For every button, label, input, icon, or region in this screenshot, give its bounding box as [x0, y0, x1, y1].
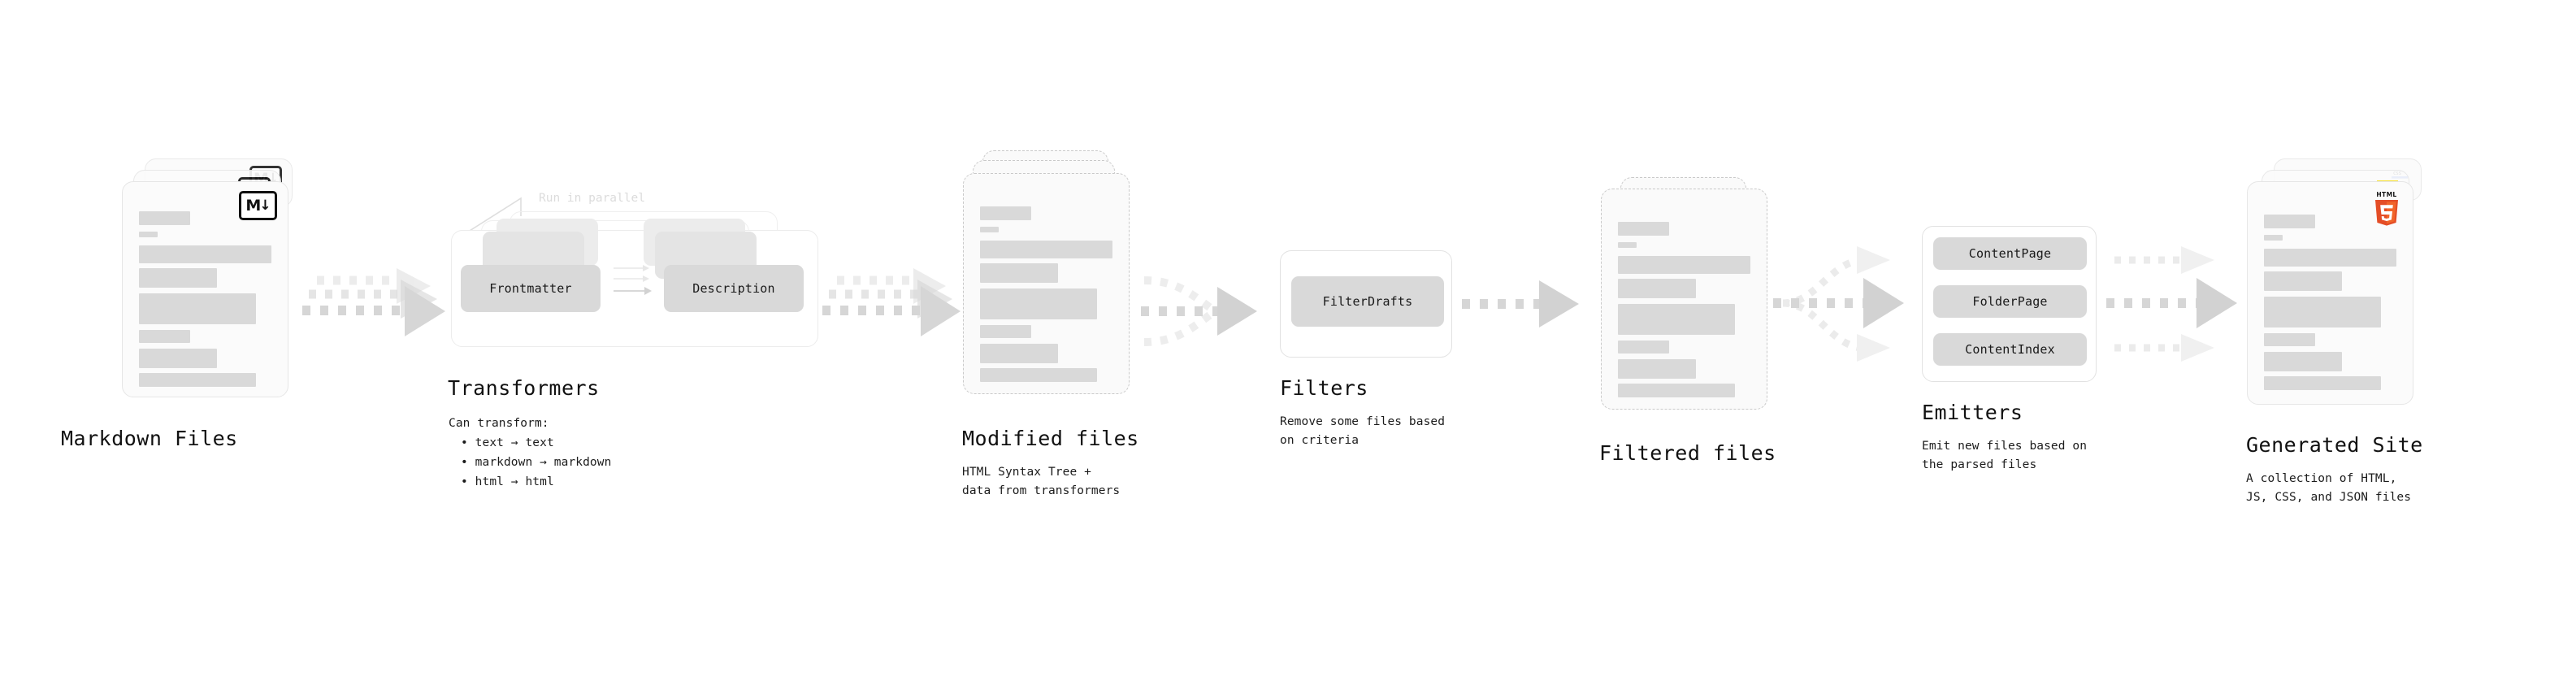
- content-bar: [2264, 249, 2396, 267]
- generated-doc-html: HTML: [2247, 181, 2413, 405]
- content-bar: [1618, 340, 1669, 354]
- arrow-emitters-to-site: [2106, 246, 2237, 362]
- stage-title-emitters: Emitters: [1922, 401, 2023, 424]
- arrow-transformers-to-modified: [822, 268, 961, 336]
- modified-doc-front: [963, 173, 1130, 394]
- content-bar: [139, 268, 217, 288]
- stage-title-generated-site: Generated Site: [2246, 433, 2423, 457]
- content-bar: [1618, 304, 1735, 335]
- content-bar: [139, 293, 256, 324]
- content-bar: [2264, 297, 2381, 327]
- transformer-node-description[interactable]: Description: [664, 265, 804, 312]
- stage-generated-site: CSS HTML: [2246, 158, 2434, 504]
- content-bar: [139, 232, 158, 237]
- content-bar: [139, 245, 271, 263]
- content-bar: [2264, 271, 2342, 291]
- markdown-doc-front: M↓: [122, 181, 288, 397]
- svg-text:HTML: HTML: [2376, 191, 2396, 198]
- filtered-doc-front: [1601, 189, 1767, 410]
- markdown-badge-letter: M: [245, 196, 261, 215]
- arrow-modified-to-filters: [1141, 276, 1257, 346]
- emitters-description: Emit new files based on the parsed files: [1922, 440, 2088, 472]
- emitters-group: ContentPage FolderPage ContentIndex: [1922, 226, 2097, 382]
- transformer-node-label: Frontmatter: [489, 281, 572, 296]
- stage-markdown-files: M↓ M↓ M↓: [61, 158, 301, 450]
- content-bar: [1618, 279, 1696, 298]
- generated-doc-content: [2248, 182, 2413, 404]
- content-bar: [2264, 333, 2315, 346]
- content-bar: [980, 241, 1112, 258]
- content-bar: [2264, 215, 2315, 228]
- transformer-inner-arrows: [614, 265, 652, 295]
- arrow-filtered-to-emitters: [1773, 246, 1904, 362]
- stage-title-filters: Filters: [1280, 376, 1368, 400]
- content-bar: [139, 330, 190, 343]
- content-bar: [1618, 242, 1637, 248]
- content-bar: [980, 344, 1058, 363]
- emitter-node-contentindex[interactable]: ContentIndex: [1933, 333, 2087, 366]
- content-bar: [980, 206, 1031, 220]
- content-bar: [1618, 222, 1669, 236]
- stage-modified-files: Modified files HTML Syntax Tree + data f…: [962, 150, 1142, 497]
- generated-file-stack: CSS HTML: [2247, 158, 2434, 427]
- transformers-bullet-0: • text → text: [461, 436, 554, 449]
- emitter-node-label: FolderPage: [1972, 294, 2048, 309]
- emitter-node-contentpage[interactable]: ContentPage: [1933, 237, 2087, 270]
- filters-group: FilterDrafts: [1280, 250, 1452, 358]
- emitter-node-label: ContentIndex: [1965, 342, 2055, 357]
- filter-node-filterdrafts[interactable]: FilterDrafts: [1291, 276, 1444, 327]
- filtered-doc-content: [1602, 189, 1767, 409]
- transformers-description-heading: Can transform:: [449, 417, 549, 430]
- content-bar: [980, 368, 1097, 382]
- html5-icon: HTML: [2375, 191, 2398, 226]
- stage-title-markdown-files: Markdown Files: [61, 427, 238, 450]
- markdown-file-stack: M↓ M↓ M↓: [122, 158, 301, 419]
- content-bar: [980, 227, 999, 232]
- generated-site-description: A collection of HTML, JS, CSS, and JSON …: [2246, 472, 2412, 505]
- emitter-node-label: ContentPage: [1968, 246, 2052, 261]
- arrow-filters-to-filtered: [1462, 280, 1579, 327]
- content-bar: [2264, 235, 2283, 241]
- content-bar: [139, 349, 217, 368]
- filter-node-label: FilterDrafts: [1322, 294, 1413, 309]
- content-bar: [1618, 256, 1750, 274]
- content-bar: [980, 263, 1058, 283]
- content-bar: [2264, 376, 2381, 390]
- filtered-file-stack: [1601, 177, 1780, 445]
- markdown-doc-content: [123, 182, 288, 397]
- arrow-markdown-to-transformers: [302, 268, 445, 336]
- content-bar: [980, 325, 1031, 338]
- markdown-icon: M↓: [239, 191, 277, 220]
- parallel-label: Run in parallel: [539, 192, 645, 205]
- content-bar: [980, 288, 1097, 319]
- stage-title-modified-files: Modified files: [962, 427, 1139, 450]
- transformers-bullet-1: • markdown → markdown: [461, 456, 612, 469]
- modified-doc-content: [964, 174, 1129, 393]
- transformer-node-frontmatter[interactable]: Frontmatter: [461, 265, 601, 312]
- modified-file-stack: [963, 150, 1142, 419]
- stage-title-filtered-files: Filtered files: [1599, 441, 1776, 465]
- markdown-badge-arrow: ↓: [259, 197, 271, 214]
- content-bar: [139, 211, 190, 225]
- transformers-bullet-2: • html → html: [461, 475, 554, 488]
- filters-description: Remove some files based on criteria: [1280, 415, 1446, 448]
- content-bar: [1618, 359, 1696, 379]
- stage-filtered-files: Filtered files: [1599, 177, 1780, 465]
- modified-files-description: HTML Syntax Tree + data from transformer…: [962, 466, 1121, 498]
- content-bar: [2264, 352, 2342, 371]
- transformer-node-label: Description: [692, 281, 775, 296]
- emitter-node-folderpage[interactable]: FolderPage: [1933, 285, 2087, 318]
- content-bar: [139, 373, 256, 387]
- stage-title-transformers: Transformers: [448, 376, 600, 400]
- content-bar: [1618, 384, 1735, 397]
